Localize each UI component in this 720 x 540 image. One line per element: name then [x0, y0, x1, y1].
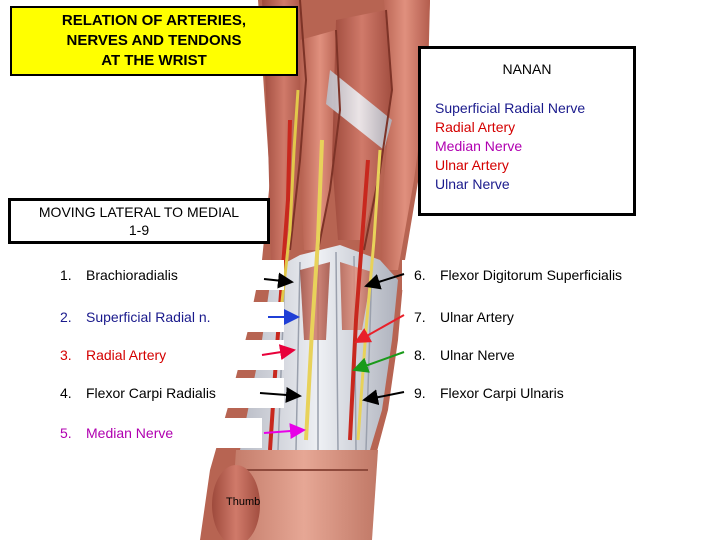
label-flexor-carpi-ulnaris: 9. Flexor Carpi Ulnaris [402, 378, 622, 408]
label-text: Ulnar Nerve [440, 347, 515, 363]
arrow-6 [364, 273, 405, 290]
title-line: NERVES AND TENDONS [66, 32, 242, 49]
legend-item: Median Nerve [435, 137, 585, 156]
label-number: 1. [60, 267, 72, 283]
label-text: Flexor Carpi Ulnaris [440, 385, 564, 401]
moving-note: MOVING LATERAL TO MEDIAL 1-9 [8, 198, 270, 244]
flexor-carpi-ulnaris-muscle [380, 0, 430, 270]
title-line: RELATION OF ARTERIES, [61, 12, 247, 29]
label-number: 5. [60, 425, 72, 441]
label-flexor-carpi-radialis: 4. Flexor Carpi Radialis [48, 378, 284, 408]
label-text: Flexor Digitorum Superficialis [440, 267, 623, 283]
legend-item: Radial Artery [435, 118, 585, 137]
legend-item-text: Superficial Radial Nerve [435, 100, 586, 116]
label-text: Ulnar Artery [440, 309, 514, 325]
ulnar-artery-vessel [348, 159, 370, 441]
label-brachioradialis: 1. Brachioradialis [48, 260, 284, 290]
label-text: Median Nerve [86, 425, 174, 441]
label-text: Flexor Carpi Radialis [86, 385, 216, 401]
legend-list: Superficial Radial Nerve Radial Artery M… [435, 99, 585, 194]
arrow-3 [261, 344, 296, 361]
thumb-muscle [212, 465, 260, 540]
label-ulnar-nerve: 8. Ulnar Nerve [402, 340, 602, 370]
label-superficial-radial-n: 2. Superficial Radial n. [48, 302, 284, 332]
label-flexor-digitorum-superficialis: 6. Flexor Digitorum Superficialis [402, 260, 708, 290]
palm [230, 450, 378, 540]
label-number: 6. [414, 267, 426, 283]
label-number: 8. [414, 347, 426, 363]
label-number: 7. [414, 309, 426, 325]
legend-item: Ulnar Nerve [435, 175, 585, 194]
title-line: AT THE WRIST [101, 52, 207, 69]
arrow-7 [354, 314, 405, 343]
slide-title: RELATION OF ARTERIES, NERVES AND TENDONS… [10, 6, 298, 76]
label-text: Superficial Radial n. [86, 309, 211, 325]
legend-box: NANAN Superficial Radial Nerve Radial Ar… [418, 46, 636, 216]
arrow-5 [263, 423, 306, 440]
bicipital-aponeurosis [326, 70, 392, 150]
label-ulnar-artery: 7. Ulnar Artery [402, 302, 602, 332]
thumb-label: Thumb [226, 496, 261, 508]
legend-item-text: Radial Artery [435, 119, 516, 135]
label-number: 3. [60, 347, 72, 363]
legend-heading: NANAN [502, 61, 552, 77]
legend-item: Ulnar Artery [435, 156, 585, 175]
legend-item: Superficial Radial Nerve [435, 99, 585, 118]
label-number: 4. [60, 385, 72, 401]
label-text: Brachioradialis [86, 267, 178, 283]
moving-note-line: 1-9 [128, 222, 150, 238]
legend-item-text: Ulnar Nerve [435, 176, 510, 192]
moving-note-line: MOVING LATERAL TO MEDIAL [38, 204, 240, 220]
legend-item-text: Median Nerve [435, 138, 523, 154]
label-number: 9. [414, 385, 426, 401]
label-radial-artery: 3. Radial Artery [48, 340, 284, 370]
label-number: 2. [60, 309, 72, 325]
arrow-8 [352, 351, 405, 373]
label-text: Radial Artery [86, 347, 167, 363]
legend-item-text: Ulnar Artery [435, 157, 509, 173]
arrow-9 [362, 389, 405, 406]
median-nerve [304, 139, 324, 441]
label-median-nerve: 5. Median Nerve [48, 418, 262, 448]
arrow-1 [263, 272, 294, 289]
arrow-4 [259, 386, 302, 403]
